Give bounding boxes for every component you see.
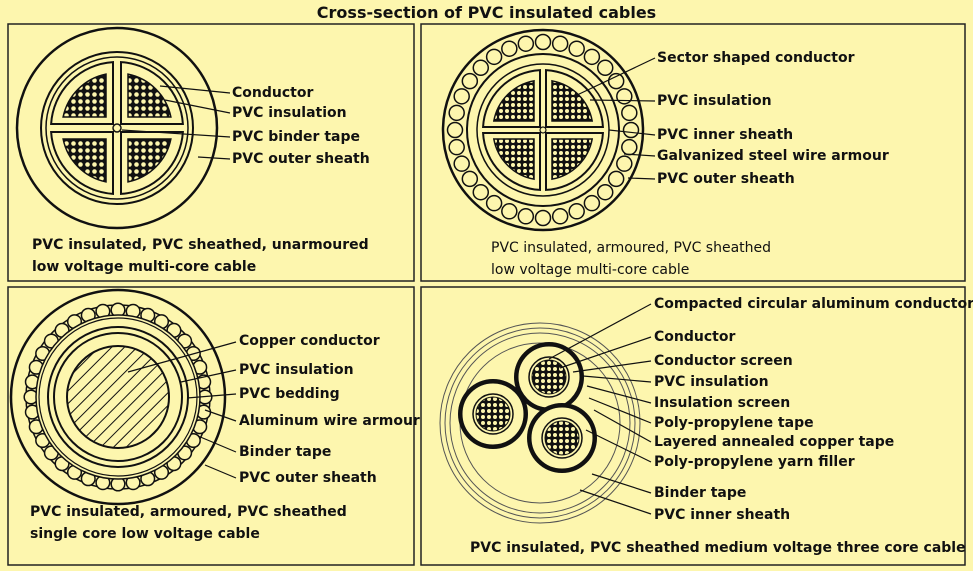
diagram-title: Cross-section of PVC insulated cables	[316, 3, 657, 22]
armour-wire	[621, 104, 638, 122]
label-conductor: Conductor	[232, 85, 314, 101]
core-conductor	[551, 138, 594, 181]
armour-wire	[616, 155, 633, 172]
label-poly-propylene-tape: Poly-propylene tape	[654, 415, 814, 431]
label-galvanized-steel-wire-armour: Galvanized steel wire armour	[657, 148, 889, 164]
armour-wire	[485, 48, 503, 66]
caption-panel-1-line-1: PVC insulated, PVC sheathed, unarmoured	[32, 237, 369, 253]
core-conductor	[544, 420, 580, 456]
core-conductor	[62, 73, 107, 118]
label-poly-propylene-yarn-filler: Poly-propylene yarn filler	[654, 454, 855, 470]
armour-wire	[621, 138, 638, 156]
core-conductor	[127, 138, 172, 183]
armour-wire	[448, 104, 465, 122]
armour-wire	[534, 33, 552, 51]
label-binder-tape: Binder tape	[239, 444, 332, 460]
armour-wire	[568, 40, 585, 57]
label-pvc-insulation: PVC insulation	[239, 362, 354, 378]
conductor-screen	[541, 417, 583, 459]
core-conductor	[492, 79, 535, 122]
armour-wire	[485, 194, 503, 212]
label-pvc-outer-sheath: PVC outer sheath	[239, 470, 377, 486]
armour-wire	[517, 208, 535, 225]
armour-wire	[446, 121, 464, 139]
armour-wire	[607, 170, 625, 188]
label-pvc-inner-sheath: PVC inner sheath	[657, 127, 794, 143]
label-copper-conductor: Copper conductor	[239, 333, 380, 349]
core-conductor	[492, 138, 535, 181]
caption-panel-2-line-1: PVC insulated, armoured, PVC sheathed	[491, 240, 772, 256]
armour-wire	[453, 88, 470, 105]
label-conductor-screen: Conductor screen	[654, 353, 793, 369]
label-insulation-screen: Insulation screen	[654, 395, 791, 411]
label-pvc-inner-sheath: PVC inner sheath	[654, 507, 791, 523]
armour-wire	[622, 121, 640, 139]
panel-borders	[7, 23, 966, 566]
label-pvc-binder-tape: PVC binder tape	[232, 129, 360, 145]
armour-wire	[551, 35, 569, 52]
armour-wire	[501, 40, 518, 57]
armour-wire	[596, 183, 614, 201]
armour-wire	[534, 209, 552, 227]
label-pvc-outer-sheath: PVC outer sheath	[657, 171, 795, 187]
armour-wire	[461, 72, 479, 90]
cable-armoured-multicore	[441, 28, 656, 232]
label-sector-shaped-conductor: Sector shaped conductor	[657, 50, 855, 66]
label-pvc-insulation: PVC insulation	[657, 93, 772, 109]
core-conductor	[475, 396, 511, 432]
label-aluminum-wire-armour: Aluminum wire armour	[239, 413, 420, 429]
armour-wire	[472, 183, 490, 201]
caption-panel-2-line-2: low voltage multi-core cable	[491, 262, 690, 278]
armour-wire	[461, 170, 479, 188]
armour-wire	[583, 48, 601, 66]
label-layered-annealed-copper-tape: Layered annealed copper tape	[654, 434, 895, 450]
armour-wire	[551, 208, 569, 225]
label-pvc-insulation: PVC insulation	[232, 105, 347, 121]
armour-wire	[472, 59, 490, 77]
cable-unarmoured-multicore	[15, 26, 231, 230]
armour-wire	[583, 194, 601, 212]
armour-wire	[453, 155, 470, 172]
caption-panel-3-line-2: single core low voltage cable	[30, 526, 260, 542]
armour-wire	[568, 203, 585, 220]
core-conductor	[531, 359, 567, 395]
core-conductor	[62, 138, 107, 183]
core-conductor	[127, 73, 172, 118]
armour-wire	[596, 59, 614, 77]
caption-panel-1-line-2: low voltage multi-core cable	[32, 259, 257, 275]
conductor-screen	[528, 356, 570, 398]
armour-wire	[517, 35, 535, 52]
armour-wire	[616, 88, 633, 105]
armour-wire	[448, 138, 465, 156]
cable-armoured-singlecore	[9, 288, 237, 506]
label-pvc-outer-sheath: PVC outer sheath	[232, 151, 370, 167]
label-pvc-insulation: PVC insulation	[654, 374, 769, 390]
armour-wire	[501, 203, 518, 220]
caption-panel-3-line-1: PVC insulated, armoured, PVC sheathed	[30, 504, 347, 520]
cable-mv-threecore	[439, 303, 652, 524]
label-conductor: Conductor	[654, 329, 736, 345]
label-compacted-circular-aluminum-conductor: Compacted circular aluminum conductor	[654, 296, 973, 312]
armour-wire	[607, 72, 625, 90]
label-pvc-bedding: PVC bedding	[239, 386, 340, 402]
caption-panel-4: PVC insulated, PVC sheathed medium volta…	[470, 540, 966, 556]
conductor-screen	[472, 393, 514, 435]
label-binder-tape: Binder tape	[654, 485, 747, 501]
